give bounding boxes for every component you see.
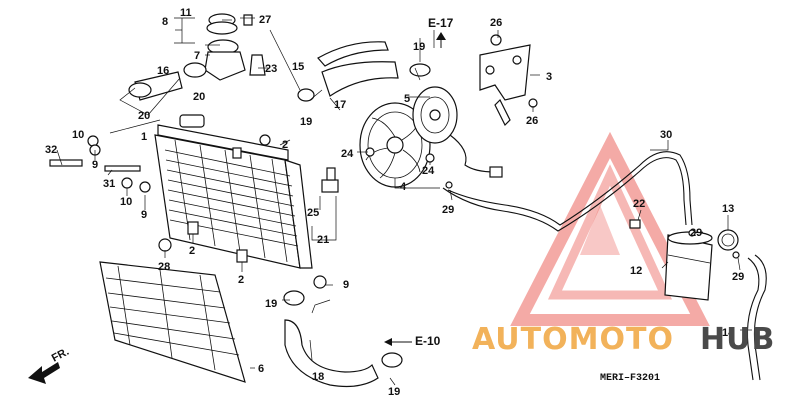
callout-29: 29 — [732, 271, 744, 283]
callout-9: 9 — [92, 159, 98, 171]
ref-e17-label: E-17 — [428, 16, 454, 30]
lower-hose — [284, 319, 379, 388]
callout-26: 26 — [526, 115, 538, 127]
callout-19: 19 — [265, 298, 277, 310]
callout-numbers: 1 2 2 2 2 3 4 5 6 7 8 9 9 9 9 10 10 11 1… — [45, 7, 744, 398]
fan-bracket — [479, 44, 531, 127]
callout-16: 16 — [157, 65, 169, 77]
callout-20: 20 — [138, 110, 150, 122]
callout-24: 24 — [341, 148, 354, 160]
callout-29: 29 — [442, 204, 454, 216]
ref-e10-label: E-10 — [415, 334, 441, 348]
callout-7: 7 — [194, 50, 200, 62]
callout-10: 10 — [72, 129, 84, 141]
watermark-logo — [510, 131, 710, 326]
callout-3: 3 — [546, 71, 552, 83]
callout-32: 32 — [45, 144, 57, 156]
callout-14: 14 — [722, 327, 735, 339]
filler-cap — [204, 13, 253, 81]
watermark-part1: AUTOMOTO — [472, 322, 674, 357]
callout-10: 10 — [120, 196, 132, 208]
callout-9: 9 — [343, 279, 349, 291]
callout-19: 19 — [388, 386, 400, 398]
overflow-hose — [442, 151, 767, 381]
callout-1: 1 — [141, 131, 147, 143]
callout-20: 20 — [193, 91, 205, 103]
temperature-sensor — [321, 167, 339, 193]
callout-17: 17 — [334, 99, 346, 111]
callout-25: 25 — [307, 207, 319, 219]
callout-19: 19 — [413, 41, 425, 53]
leader-lines — [56, 17, 752, 386]
callout-19: 19 — [300, 116, 312, 128]
callout-11: 11 — [180, 7, 192, 19]
watermark-part2: HUB — [700, 322, 775, 357]
callout-6: 6 — [258, 363, 264, 375]
front-arrow: FR. — [28, 346, 71, 384]
callout-21: 21 — [317, 234, 329, 246]
hose-clamp — [128, 62, 431, 368]
callout-23: 23 — [265, 63, 277, 75]
radiator-shroud — [99, 261, 246, 383]
section-ref-e10: E-10 — [384, 334, 441, 348]
callout-15: 15 — [292, 61, 304, 73]
callout-26: 26 — [490, 17, 502, 29]
callout-8: 8 — [162, 16, 168, 28]
radiator — [154, 114, 313, 269]
callout-4: 4 — [400, 181, 407, 193]
drawing-code: MERI–F3201 — [600, 373, 660, 384]
reservoir-cap — [717, 229, 739, 251]
front-arrow-label: FR. — [50, 346, 71, 365]
callout-9: 9 — [141, 209, 147, 221]
callout-13: 13 — [722, 203, 734, 215]
callout-2: 2 — [189, 245, 195, 257]
section-ref-e17: E-17 — [428, 16, 454, 48]
callout-28: 28 — [158, 261, 170, 273]
callout-12: 12 — [630, 265, 642, 277]
reservoir-tank — [664, 231, 713, 301]
callout-24: 24 — [422, 165, 435, 177]
fan-motor — [412, 86, 503, 178]
thermostat-housing — [249, 54, 266, 76]
callout-29: 29 — [690, 227, 702, 239]
callout-2: 2 — [282, 139, 288, 151]
callout-5: 5 — [404, 93, 410, 105]
callout-2: 2 — [238, 274, 244, 286]
callout-31: 31 — [103, 178, 115, 190]
callout-27: 27 — [259, 14, 271, 26]
bolts — [49, 34, 740, 289]
callout-30: 30 — [660, 129, 672, 141]
callout-18: 18 — [312, 371, 324, 383]
callout-22: 22 — [633, 198, 645, 210]
watermark-text: AUTOMOTO HUB — [472, 322, 775, 357]
